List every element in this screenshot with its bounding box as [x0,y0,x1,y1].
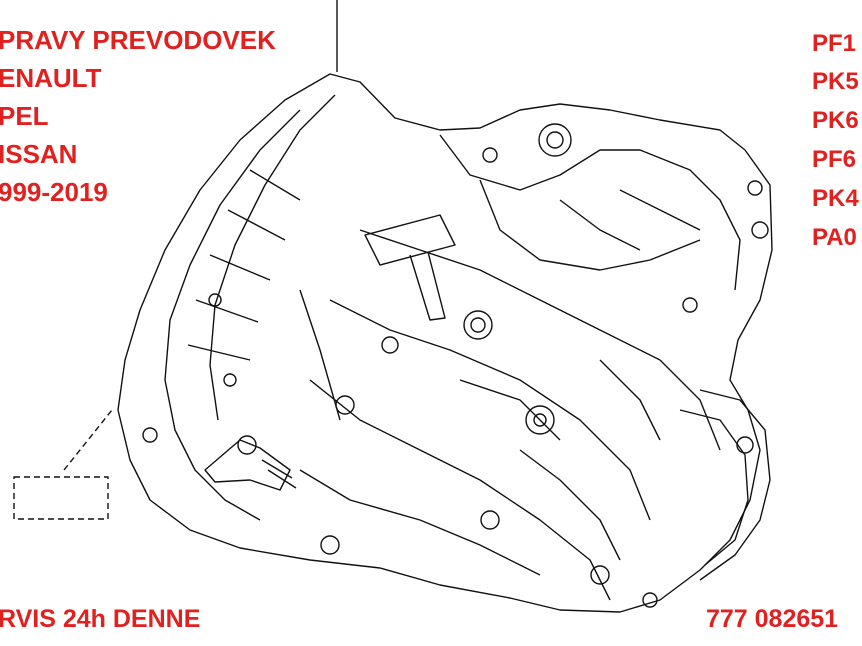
left-line-4: ISSAN [0,139,78,169]
left-line-3: PEL [0,101,49,131]
right-code-2: PK5 [812,68,859,95]
right-code-1: PF1 [812,30,857,57]
right-code-6: PA0 [812,224,857,251]
right-code-4: PF6 [812,146,857,173]
left-line-2: ENAULT [0,63,102,93]
phone-number: 777 082651 [706,605,839,633]
service-label: RVIS 24h DENNE [0,605,201,633]
left-line-1: PRAVY PREVODOVEK [0,25,276,55]
right-code-3: PK6 [812,107,859,134]
right-code-5: PK4 [812,185,859,212]
left-line-5: 999-2019 [0,177,108,207]
